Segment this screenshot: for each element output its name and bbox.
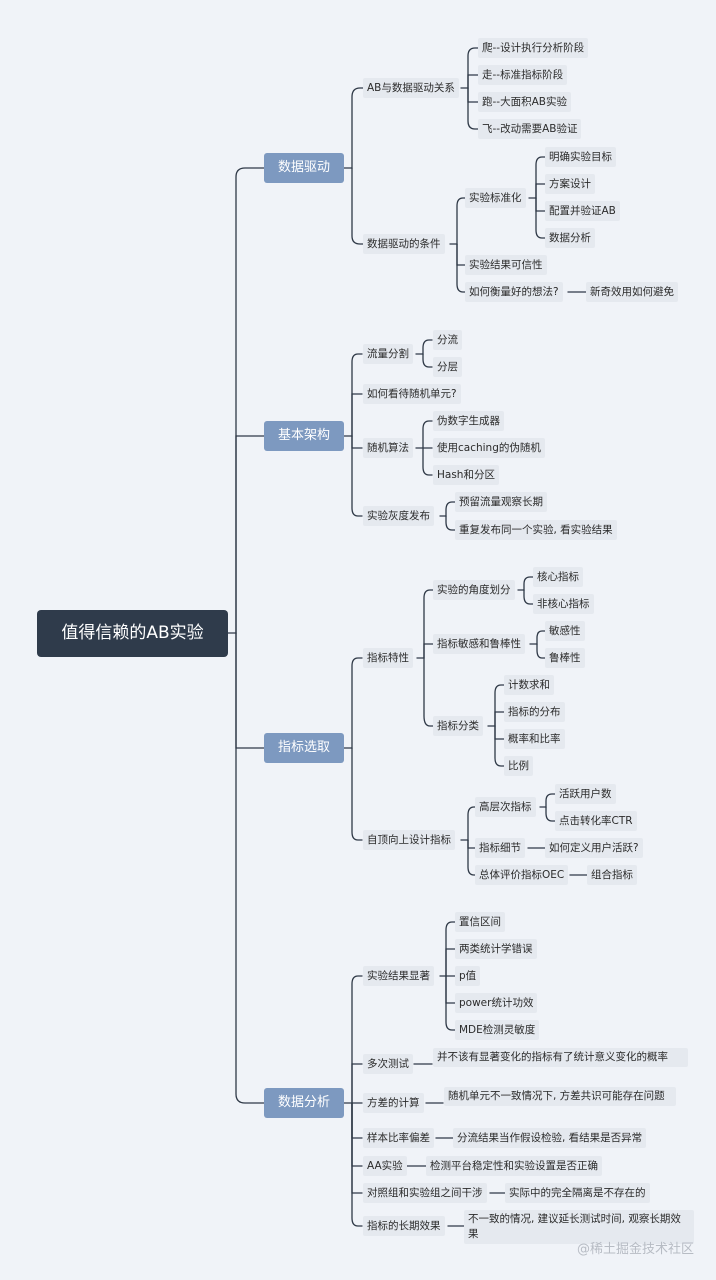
node-two-error-types[interactable]: 两类统计学错误 <box>455 939 537 959</box>
node-metric-properties[interactable]: 指标特性 <box>363 648 413 668</box>
node-interference-note[interactable]: 实际中的完全隔离是不存在的 <box>505 1183 650 1203</box>
node-metric-classification[interactable]: 指标分类 <box>433 716 483 736</box>
node-probability-ratio[interactable]: 概率和比率 <box>504 729 565 749</box>
node-caching-pseudo-random[interactable]: 使用caching的伪随机 <box>433 438 545 458</box>
node-traffic-split[interactable]: 流量分割 <box>363 344 413 364</box>
node-measure-good-idea[interactable]: 如何衡量好的想法? <box>465 282 563 302</box>
node-novelty-effect[interactable]: 新奇效用如何避免 <box>586 282 678 302</box>
node-run[interactable]: 跑--大面积AB实验 <box>478 92 571 112</box>
root-node[interactable]: 值得信赖的AB实验 <box>37 610 228 657</box>
node-reserve-traffic[interactable]: 预留流量观察长期 <box>455 492 547 512</box>
node-core-metric[interactable]: 核心指标 <box>533 567 583 587</box>
node-experiment-angle[interactable]: 实验的角度划分 <box>433 580 515 600</box>
node-repeat-release[interactable]: 重复发布同一个实验, 看实验结果 <box>455 520 617 540</box>
node-aa-test[interactable]: AA实验 <box>363 1156 407 1176</box>
branch-data-driven[interactable]: 数据驱动 <box>264 153 344 183</box>
branch-metric-selection[interactable]: 指标选取 <box>264 733 344 763</box>
node-sensitivity-robustness[interactable]: 指标敏感和鲁棒性 <box>433 634 525 654</box>
node-long-term-note[interactable]: 不一致的情况, 建议延长测试时间, 观察长期效果 <box>464 1210 694 1244</box>
node-hash-partition[interactable]: Hash和分区 <box>433 465 499 485</box>
node-mde[interactable]: MDE检测灵敏度 <box>455 1020 540 1040</box>
node-plan-design[interactable]: 方案设计 <box>545 174 595 194</box>
node-gray-release[interactable]: 实验灰度发布 <box>363 506 434 526</box>
node-data-driven-conditions[interactable]: 数据驱动的条件 <box>363 234 445 254</box>
node-srm-note[interactable]: 分流结果当作假设检验, 看结果是否异常 <box>453 1128 647 1148</box>
node-ab-data-relation[interactable]: AB与数据驱动关系 <box>363 78 459 98</box>
node-robustness[interactable]: 鲁棒性 <box>545 648 585 668</box>
node-metric-distribution[interactable]: 指标的分布 <box>504 702 565 722</box>
node-long-term-effect[interactable]: 指标的长期效果 <box>363 1216 445 1236</box>
node-prng[interactable]: 伪数字生成器 <box>433 411 504 431</box>
node-fly[interactable]: 飞--改动需要AB验证 <box>478 119 582 139</box>
node-high-level-metric[interactable]: 高层次指标 <box>475 797 536 817</box>
watermark: @稀土掘金技术社区 <box>576 1242 694 1257</box>
node-result-credibility[interactable]: 实验结果可信性 <box>465 255 547 275</box>
node-config-verify-ab[interactable]: 配置并验证AB <box>545 201 620 221</box>
branch-basic-architecture[interactable]: 基本架构 <box>264 421 344 451</box>
node-multiple-testing-note[interactable]: 并不该有显著变化的指标有了统计意义变化的概率 <box>433 1048 688 1067</box>
node-data-analysis-step[interactable]: 数据分析 <box>545 228 595 248</box>
branch-data-analysis[interactable]: 数据分析 <box>264 1088 344 1118</box>
node-interference[interactable]: 对照组和实验组之间干涉 <box>363 1183 487 1203</box>
node-metric-detail[interactable]: 指标细节 <box>475 838 525 858</box>
node-random-unit[interactable]: 如何看待随机单元? <box>363 384 461 404</box>
node-oec[interactable]: 总体评价指标OEC <box>475 865 569 885</box>
node-power[interactable]: power统计功效 <box>455 993 538 1013</box>
node-define-active-user[interactable]: 如何定义用户活跃? <box>545 838 643 858</box>
node-experiment-standardization[interactable]: 实验标准化 <box>465 188 526 208</box>
node-sensitivity[interactable]: 敏感性 <box>545 621 585 641</box>
node-non-core-metric[interactable]: 非核心指标 <box>533 594 594 614</box>
node-sample-ratio-mismatch[interactable]: 样本比率偏差 <box>363 1128 434 1148</box>
node-composite-metric[interactable]: 组合指标 <box>587 865 637 885</box>
node-variance-note[interactable]: 随机单元不一致情况下, 方差共识可能存在问题 <box>444 1087 676 1106</box>
node-variance-calc[interactable]: 方差的计算 <box>363 1093 424 1113</box>
node-active-users[interactable]: 活跃用户数 <box>555 784 616 804</box>
node-top-down-design[interactable]: 自顶向上设计指标 <box>363 830 455 850</box>
node-count-sum[interactable]: 计数求和 <box>504 675 554 695</box>
node-aa-note[interactable]: 检测平台稳定性和实验设置是否正确 <box>426 1156 602 1176</box>
node-split-flow[interactable]: 分流 <box>433 330 462 350</box>
node-random-algorithm[interactable]: 随机算法 <box>363 438 413 458</box>
node-proportion[interactable]: 比例 <box>504 756 533 776</box>
node-clear-goal[interactable]: 明确实验目标 <box>545 147 616 167</box>
node-p-value[interactable]: p值 <box>455 966 481 986</box>
node-significant-results[interactable]: 实验结果显著 <box>363 966 434 986</box>
node-confidence-interval[interactable]: 置信区间 <box>455 912 505 932</box>
node-crawl[interactable]: 爬--设计执行分析阶段 <box>478 38 589 58</box>
node-layering[interactable]: 分层 <box>433 357 462 377</box>
node-walk[interactable]: 走--标准指标阶段 <box>478 65 568 85</box>
node-ctr[interactable]: 点击转化率CTR <box>555 811 637 831</box>
node-multiple-testing[interactable]: 多次测试 <box>363 1054 413 1074</box>
